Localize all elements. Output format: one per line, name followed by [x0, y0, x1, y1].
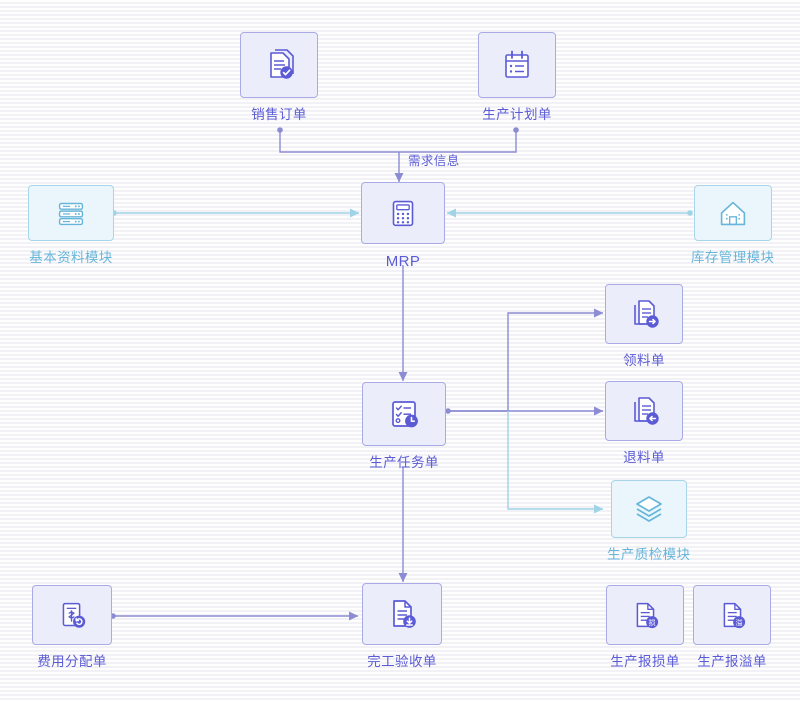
node-completion-receipt-box[interactable] [362, 583, 442, 645]
node-loss-report-label: 生产报损单 [610, 654, 680, 669]
node-material-request-label: 领料单 [623, 353, 665, 368]
node-basic-data-module-box[interactable] [28, 185, 114, 241]
node-loss-report-box[interactable]: 损 [606, 585, 684, 645]
node-production-task-box[interactable] [362, 382, 446, 446]
loss-badge-text: 损 [649, 618, 656, 627]
node-inventory-module-label: 库存管理模块 [691, 250, 775, 265]
documents-arrow-right-icon [634, 300, 659, 328]
node-quality-module-label: 生产质检模块 [607, 547, 691, 562]
document-loss-icon: 损 [636, 602, 659, 629]
edge-task-to-quality-module [507, 411, 604, 514]
node-cost-allocation[interactable]: 费用分配单 [32, 585, 112, 670]
node-quality-module-box[interactable] [610, 480, 687, 538]
node-sales-order[interactable]: 销售订单 [240, 32, 318, 123]
node-material-return-box[interactable] [605, 381, 683, 441]
overflow-badge-text: 溢 [736, 618, 743, 627]
node-material-return-label: 退料单 [623, 450, 665, 465]
node-completion-receipt-label: 完工验收单 [367, 654, 437, 669]
node-inventory-module-box[interactable] [693, 185, 772, 241]
node-inventory-module[interactable]: 库存管理模块 [691, 185, 774, 266]
node-quality-module[interactable]: 生产质检模块 [607, 480, 690, 563]
node-production-task-label: 生产任务单 [369, 455, 439, 470]
database-stack-icon [58, 202, 84, 226]
node-production-plan-label: 生产计划单 [482, 107, 552, 122]
node-cost-allocation-box[interactable] [32, 585, 112, 645]
document-currency-icon [62, 602, 86, 628]
node-material-request-box[interactable] [605, 284, 683, 344]
edge-sales-plan-to-mrp [277, 127, 519, 183]
node-production-plan-box[interactable] [478, 32, 556, 98]
node-loss-report[interactable]: 损 生产报损单 [606, 585, 684, 670]
node-sales-order-box[interactable] [240, 32, 318, 98]
document-check-icon [270, 49, 294, 79]
node-material-request[interactable]: 领料单 [605, 284, 683, 369]
node-basic-data-module[interactable]: 基本资料模块 [28, 185, 114, 266]
node-basic-data-module-label: 基本资料模块 [29, 250, 113, 265]
calculator-icon [392, 200, 414, 227]
node-overflow-report-box[interactable]: 溢 [693, 585, 771, 645]
documents-arrow-left-icon [634, 397, 659, 425]
document-download-icon [393, 600, 416, 628]
edge-label-demand-info: 需求信息 [408, 154, 460, 168]
calendar-list-icon [505, 50, 529, 78]
node-cost-allocation-label: 费用分配单 [37, 654, 107, 669]
node-production-plan[interactable]: 生产计划单 [478, 32, 556, 123]
node-production-task[interactable]: 生产任务单 [362, 382, 446, 471]
layers-icon [635, 496, 662, 522]
node-overflow-report[interactable]: 溢 生产报溢单 [693, 585, 771, 670]
node-mrp-box[interactable] [361, 182, 445, 244]
warehouse-icon [720, 201, 745, 226]
node-material-return[interactable]: 退料单 [605, 381, 683, 466]
node-mrp[interactable]: MRP [361, 182, 445, 271]
document-overflow-icon: 溢 [723, 602, 746, 629]
checklist-clock-icon [392, 401, 418, 428]
node-overflow-report-label: 生产报溢单 [697, 654, 767, 669]
node-completion-receipt[interactable]: 完工验收单 [362, 583, 442, 670]
node-sales-order-label: 销售订单 [251, 107, 307, 122]
node-mrp-label: MRP [385, 253, 421, 270]
edge-task-to-material-request [445, 308, 604, 414]
